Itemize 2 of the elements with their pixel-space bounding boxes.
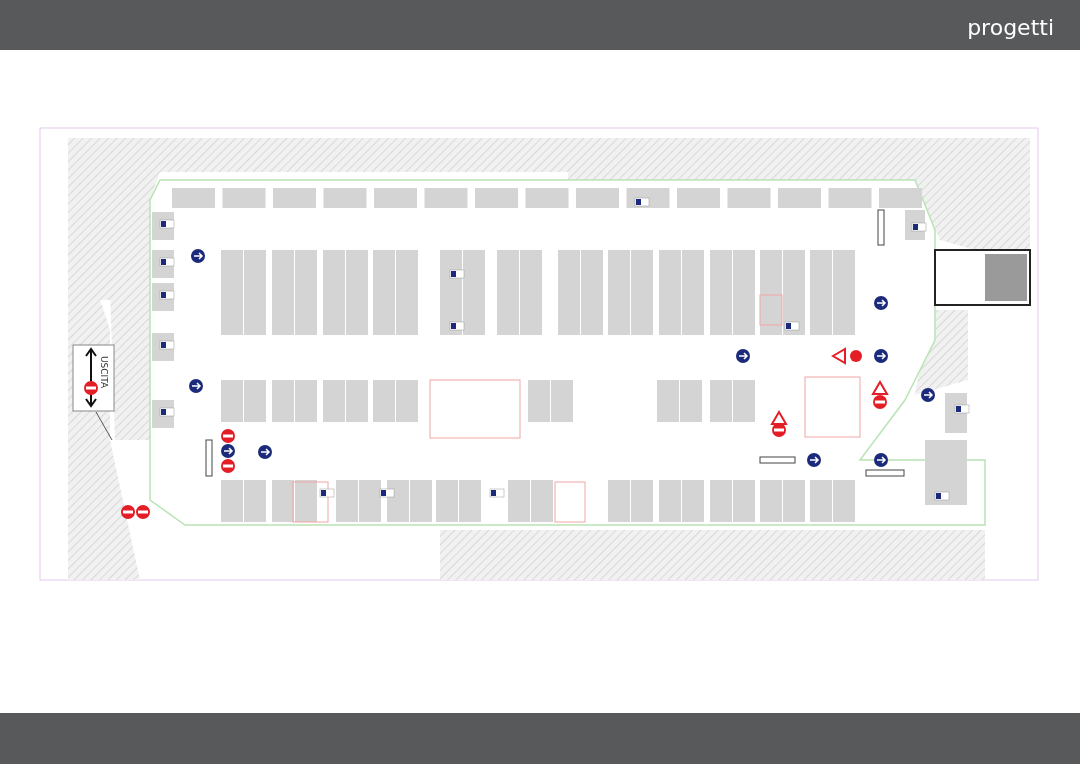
exit-sign-label: USCITA — [99, 355, 109, 389]
page-title: progetti — [967, 15, 1054, 41]
